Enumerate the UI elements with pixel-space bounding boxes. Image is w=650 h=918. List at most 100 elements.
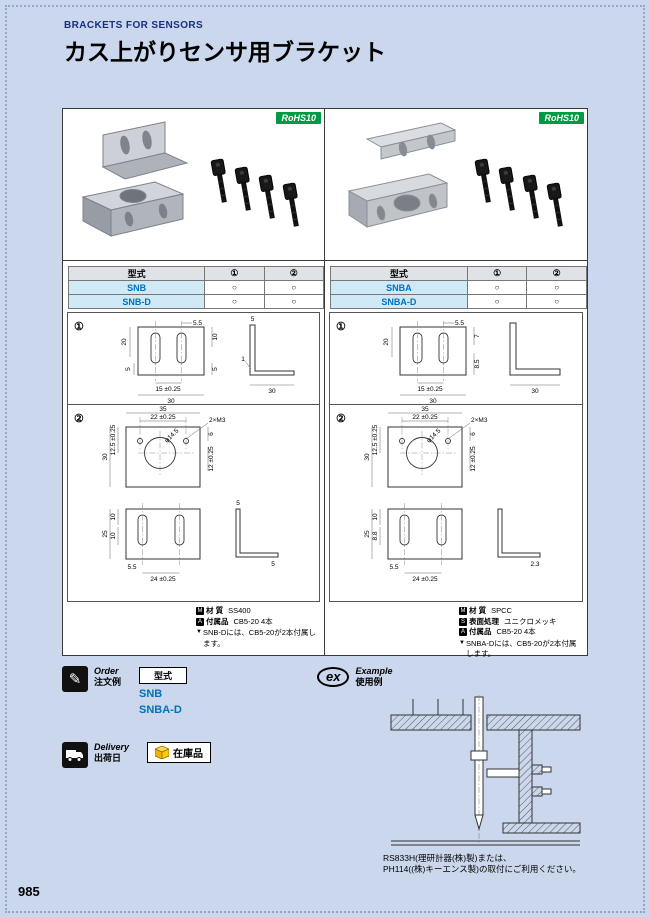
notes-snb: M 材 質 SS400 A 付属品 CB5-20 4本 ▼ SNB-Dには、CB… bbox=[196, 606, 318, 649]
spec-table-snb: 型式 ① ② SNB ○ ○ SNB-D ○ ○ bbox=[67, 266, 325, 309]
spec-row: SNBA-D ○ ○ bbox=[330, 294, 587, 309]
material-icon: M bbox=[459, 607, 467, 616]
ex-logo: ex bbox=[317, 667, 350, 688]
dim-label: 25 bbox=[102, 530, 109, 538]
dim-label: 5 bbox=[212, 367, 219, 371]
model-name: SNB bbox=[67, 280, 206, 295]
order-model-2: SNBA-D bbox=[139, 704, 182, 716]
dim-label: 6 bbox=[208, 432, 215, 436]
dim-label: 5.5 bbox=[193, 320, 202, 327]
dim-label: 5.5 bbox=[455, 320, 464, 327]
dim-label: 30 bbox=[102, 453, 109, 461]
spec-row: SNBA ○ ○ bbox=[330, 280, 587, 295]
note-accessory: A 付属品 CB5-20 4本 bbox=[459, 627, 536, 637]
surface-icon: S bbox=[459, 617, 467, 626]
dim-label: 12.5 ±0.25 bbox=[372, 424, 379, 455]
spec-header-model: 型式 bbox=[330, 266, 468, 281]
dim-label: 5 bbox=[271, 561, 275, 568]
model-type-box: 型式 bbox=[139, 667, 188, 684]
spec-header-part1: ① bbox=[466, 266, 528, 281]
dim-label: 5 bbox=[125, 367, 132, 371]
spec-row: SNB ○ ○ bbox=[67, 280, 325, 295]
spec-row: SNB-D ○ ○ bbox=[67, 294, 325, 309]
dim-label: 30 bbox=[268, 388, 276, 395]
note-material: M 材 質 SS400 bbox=[196, 606, 251, 616]
screws-snba bbox=[474, 158, 563, 227]
notes-snba: M 材 質 SPCC S 表面処理 ユニクロメッキ A 付属品 CB5-20 4… bbox=[459, 606, 581, 660]
product-photo-snba-image bbox=[347, 122, 563, 228]
usage-caption: RS833H(理研計器(株)製)または、 PH114((株)キーエンス製)の取付… bbox=[383, 852, 581, 875]
example-header: ex Example 使用例 bbox=[317, 666, 588, 689]
product-photo-area-snb: RoHS10 bbox=[63, 109, 324, 261]
part-number: ① bbox=[336, 321, 346, 333]
accessory-icon: A bbox=[196, 617, 204, 626]
footnote-snb: ▼ SNB-Dには、CB5-20が2本付属します。 bbox=[196, 628, 316, 648]
product-photo-area-snba: RoHS10 bbox=[325, 109, 587, 261]
dim-label: 12 ±0.25 bbox=[470, 446, 477, 472]
drawing-part1-snba: ① 5.5 20 15 ±0.25 30 bbox=[330, 313, 582, 405]
bottom-section: ✎ Order 注文例 型式 SNB SNBA-D bbox=[62, 666, 588, 876]
rohs-badge: RoHS10 bbox=[539, 112, 584, 124]
stock-box-icon bbox=[155, 746, 170, 759]
header-english: BRACKETS FOR SENSORS bbox=[64, 20, 204, 31]
dim-label: 35 bbox=[421, 406, 429, 413]
dim-label: 30 bbox=[364, 453, 371, 461]
note-surface-treatment: S 表面処理 ユニクロメッキ bbox=[459, 616, 557, 626]
order-example-row: ✎ Order 注文例 型式 SNB SNBA-D bbox=[62, 666, 317, 716]
spec-header-part2: ② bbox=[263, 266, 325, 281]
delivery-labels: Delivery 出荷日 bbox=[94, 742, 130, 764]
screws-snb bbox=[210, 158, 299, 227]
dim-label: 7 bbox=[474, 334, 481, 338]
dim-label: 10 bbox=[212, 333, 219, 341]
usage-diagram bbox=[390, 694, 581, 845]
page-number: 985 bbox=[18, 884, 40, 899]
dim-label: 12.5 ±0.25 bbox=[110, 424, 117, 455]
spec-header-part1: ① bbox=[204, 266, 265, 281]
accessory-icon: A bbox=[459, 628, 467, 637]
dim-label: 15 ±0.25 bbox=[417, 386, 443, 393]
dim-label: 22 ±0.25 bbox=[412, 414, 438, 421]
footnote-marker-icon: ▼ bbox=[196, 629, 202, 635]
dim-label: 20 bbox=[383, 338, 390, 346]
order-models: 型式 SNB SNBA-D bbox=[139, 666, 188, 716]
model-name: SNBA-D bbox=[330, 294, 468, 309]
dim-label: 8.8 bbox=[372, 531, 379, 540]
dim-label: 22 ±0.25 bbox=[150, 414, 176, 421]
dim-label: 10 bbox=[110, 532, 117, 540]
dim-label: 10 bbox=[110, 513, 117, 521]
drawings-snba: ① 5.5 20 15 ±0.25 30 bbox=[329, 312, 583, 602]
dim-label: 5.5 bbox=[127, 564, 136, 571]
note-accessory: A 付属品 CB5-20 4本 bbox=[196, 616, 273, 626]
example-labels: Example 使用例 bbox=[355, 666, 393, 688]
dim-label: 12 ±0.25 bbox=[208, 446, 215, 472]
footnote-marker-icon: ▼ bbox=[459, 639, 465, 646]
stock-badge: 在庫品 bbox=[147, 742, 212, 763]
footnote-snba: ▼ SNBA-Dには、CB5-20が2本付属します。 bbox=[459, 638, 577, 659]
spec-header-model: 型式 bbox=[67, 266, 206, 281]
dim-label: 8.5 bbox=[474, 359, 481, 368]
dim-label: 1 bbox=[241, 356, 245, 363]
dim-label: 5 bbox=[236, 500, 240, 507]
part-number: ② bbox=[336, 413, 346, 425]
note-material: M 材 質 SPCC bbox=[459, 606, 512, 616]
dim-label: 24 ±0.25 bbox=[412, 576, 438, 583]
product-panel-snba: RoHS10 型式 ① ② SNBA ○ ○ SNBA-D ○ ○ bbox=[325, 108, 588, 658]
dim-label: 30 bbox=[429, 398, 437, 405]
dim-label: 30 bbox=[167, 398, 175, 405]
spec-header-part2: ② bbox=[526, 266, 587, 281]
spec-table-snba: 型式 ① ② SNBA ○ ○ SNBA-D ○ ○ bbox=[330, 266, 587, 309]
order-model-1: SNB bbox=[139, 688, 163, 700]
dim-label: 20 bbox=[121, 338, 128, 346]
drawing-part2-snba: ② 35 22 ±0.25 2×M3 bbox=[330, 405, 582, 601]
model-name: SNB-D bbox=[67, 294, 206, 309]
dim-label: 24 ±0.25 bbox=[150, 576, 176, 583]
dim-label: 15 ±0.25 bbox=[155, 386, 181, 393]
dim-label: 10 bbox=[372, 513, 379, 521]
drawing-part1-snb: ① 5.5 20 5 15 ±0.25 bbox=[68, 313, 319, 405]
delivery-row: Delivery 出荷日 在庫品 bbox=[62, 742, 317, 768]
model-name: SNBA bbox=[330, 280, 468, 295]
page-header: BRACKETS FOR SENSORS カス上がりセンサ用ブラケット bbox=[64, 20, 386, 67]
dim-label: 5 bbox=[251, 316, 255, 323]
part-number: ② bbox=[74, 413, 84, 425]
